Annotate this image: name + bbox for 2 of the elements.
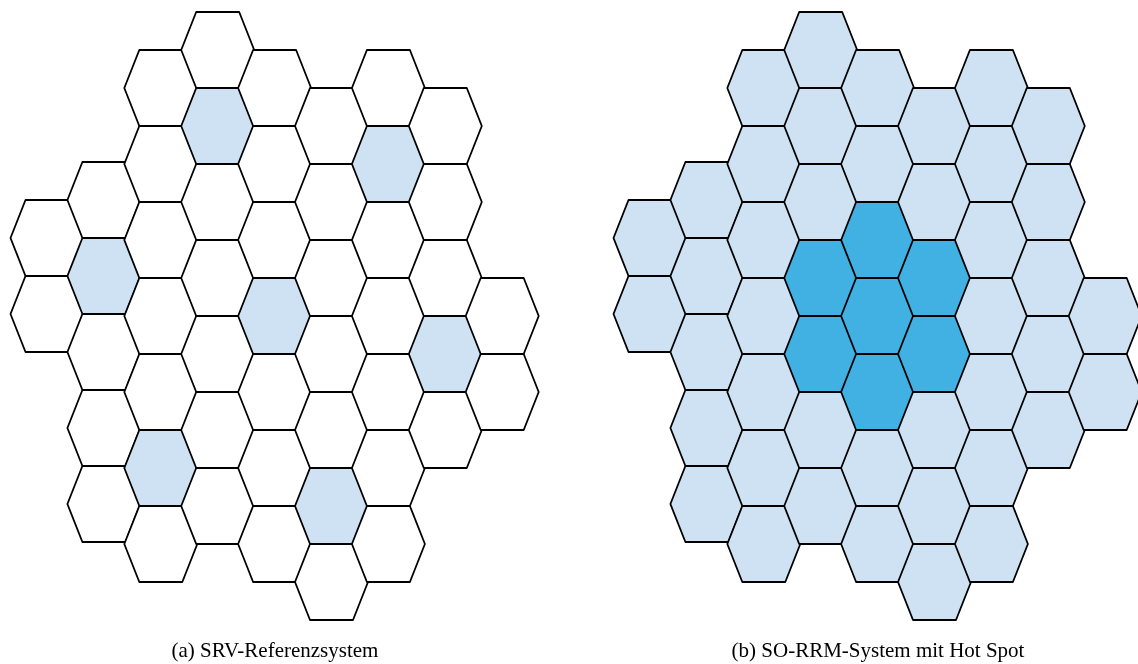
figure-caption: (b) SO-RRM-System mit Hot Spot xyxy=(731,638,1025,663)
figure-caption: (a) SRV-Referenzsystem xyxy=(171,638,379,663)
